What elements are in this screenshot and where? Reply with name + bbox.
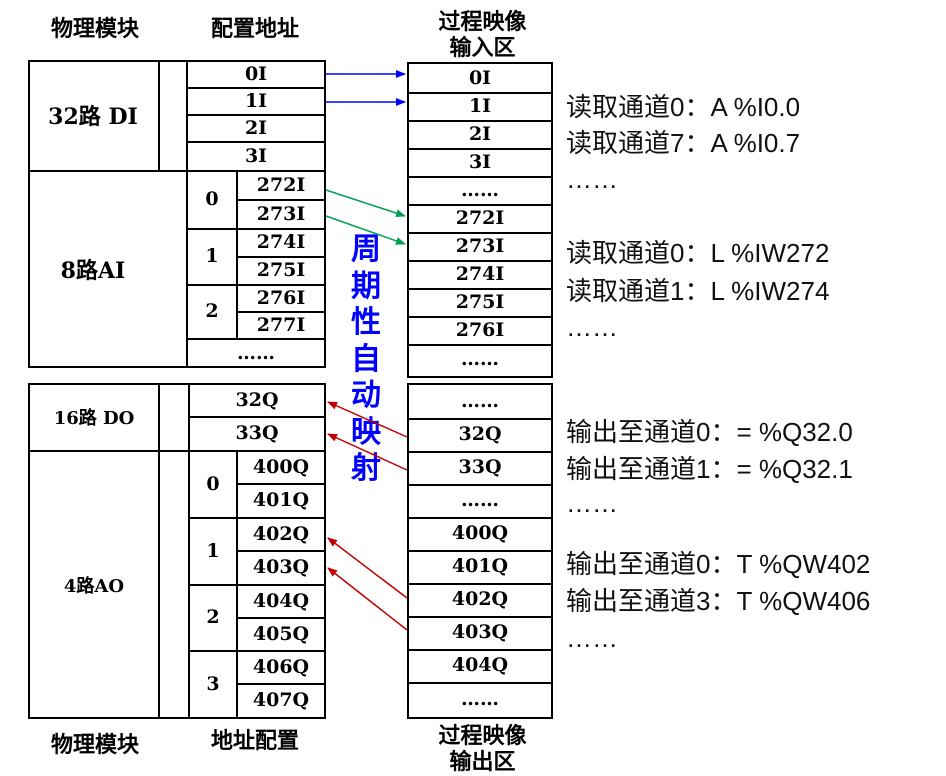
note-do0: 输出至通道0：= %Q32.0	[566, 417, 853, 447]
header-piq-line1: 过程映像	[438, 724, 527, 749]
label-char: 性	[351, 305, 381, 340]
label-char: 自	[351, 341, 381, 377]
label-char: 射	[351, 451, 381, 486]
ai-channel-2: 2	[205, 300, 219, 322]
ao-channel-3: 3	[206, 672, 220, 695]
ao-channel-2: 2	[206, 606, 220, 628]
header-pii-line2: 输入区	[449, 36, 516, 61]
do-module-label: 16路 DO	[53, 407, 135, 429]
pii-cell: 276I	[455, 318, 505, 341]
note-ai0: 读取通道0：L %IW272	[566, 238, 830, 268]
piq-cell: 404Q	[451, 654, 509, 676]
arrow-do32	[327, 401, 408, 438]
ai-more: ……	[237, 342, 275, 364]
ao-addr-404q: 404Q	[252, 589, 310, 612]
header-physical-bottom: 物理模块	[50, 733, 139, 758]
note-ao3: 输出至通道3：T %QW406	[566, 586, 871, 616]
label-char: 映	[351, 414, 381, 450]
ao-channel-1: 1	[206, 539, 220, 562]
ao-addr-406q: 406Q	[252, 655, 310, 678]
piq-cell: ……	[461, 390, 499, 412]
di-addr-1: 1I	[244, 89, 268, 112]
arrow-ai272	[325, 189, 406, 217]
ao-addr-405q: 405Q	[252, 622, 310, 645]
ai-addr-277: 277I	[256, 313, 306, 336]
arrow-ao403	[327, 567, 408, 631]
pii-cell: 274I	[455, 262, 505, 285]
piq-cell: 400Q	[451, 522, 509, 544]
header-config-addr: 配置地址	[210, 17, 299, 42]
header-piq-line2: 输出区	[449, 750, 516, 775]
note-ao0: 输出至通道0：T %QW402	[566, 549, 871, 579]
piq-cell: 32Q	[458, 423, 502, 445]
ai-addr-276: 276I	[256, 286, 306, 309]
piq-cell: 402Q	[451, 588, 509, 610]
label-char: 期	[351, 268, 381, 304]
pii-cell: 275I	[455, 290, 505, 313]
ao-addr-400q: 400Q	[252, 455, 310, 478]
ao-module-label: 4路AO	[63, 575, 125, 597]
di-addr-3: 3I	[244, 144, 268, 167]
ai-module-label: 8路AI	[60, 258, 126, 284]
header-addr-config: 地址配置	[210, 729, 299, 754]
pii-cell: 3I	[468, 150, 492, 173]
ai-addr-275: 275I	[256, 259, 306, 281]
cyclic-mapping-label: 周 期 性 自 动 映 射	[346, 232, 386, 488]
piq-cell: ……	[461, 688, 499, 710]
arrow-ao402	[327, 537, 408, 599]
piq-cell: 401Q	[451, 555, 509, 577]
label-char: 周	[351, 232, 381, 267]
do-addr-33q: 33Q	[235, 422, 279, 444]
ai-channel-0: 0	[205, 188, 219, 210]
note-do1: 输出至通道1：= %Q32.1	[566, 454, 853, 484]
note-dots: ……	[566, 312, 618, 342]
note-di0: 读取通道0：A %I0.0	[566, 92, 801, 122]
piq-table	[407, 383, 553, 719]
do-addr-32q: 32Q	[235, 388, 279, 411]
pii-cell: 273I	[455, 234, 505, 257]
di-module-label: 32路 DI	[48, 104, 138, 130]
arrow-ai274	[325, 215, 406, 245]
pii-cell: ……	[461, 348, 499, 370]
pii-cell: 0I	[468, 66, 492, 89]
pii-cell: 1I	[468, 94, 492, 117]
ai-addr-cell	[236, 311, 326, 340]
header-physical-top: 物理模块	[50, 17, 139, 42]
ai-addr-274: 274I	[256, 231, 306, 253]
note-dots: ……	[566, 488, 618, 518]
pii-cell: 272I	[455, 206, 505, 229]
di-addr-2: 2I	[244, 116, 268, 139]
piq-cell: ……	[461, 489, 499, 511]
header-pii-line1: 过程映像	[438, 10, 527, 35]
do-ao-divider	[28, 383, 326, 452]
note-dots: ……	[566, 623, 618, 653]
note-di7: 读取通道7：A %I0.7	[566, 128, 801, 158]
piq-cell: 33Q	[458, 456, 502, 478]
di-addr-0: 0I	[244, 62, 268, 85]
ao-addr-402q: 402Q	[252, 522, 310, 545]
ao-channel-0: 0	[206, 472, 220, 495]
ao-addr-cell	[236, 683, 326, 719]
di-ai-divider	[28, 170, 326, 172]
note-ai1: 读取通道1：L %IW274	[566, 276, 830, 306]
pii-table	[407, 62, 553, 378]
note-dots: ……	[566, 164, 618, 194]
piq-cell: 403Q	[451, 621, 509, 643]
ao-addr-407q: 407Q	[252, 689, 310, 711]
ao-addr-401q: 401Q	[252, 489, 310, 511]
ai-channel-1: 1	[205, 245, 219, 267]
arrow-do33	[327, 433, 408, 471]
pii-cell: 2I	[468, 122, 492, 145]
ai-addr-273: 273I	[256, 202, 306, 225]
ai-addr-272: 272I	[256, 173, 306, 196]
pii-cell: ……	[461, 178, 499, 201]
label-char: 动	[351, 378, 381, 413]
ao-addr-403q: 403Q	[252, 556, 310, 578]
